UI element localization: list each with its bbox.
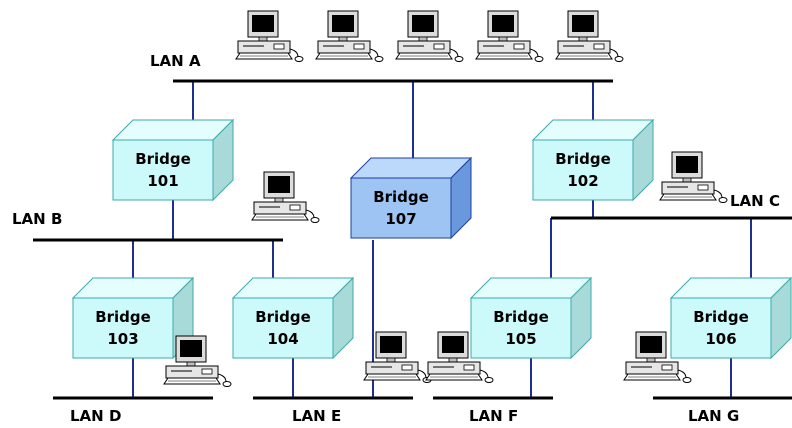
bridge-105-label-line1: Bridge bbox=[493, 308, 549, 326]
lan-c-label: LAN C bbox=[730, 192, 780, 210]
computer-icon[interactable] bbox=[475, 10, 544, 62]
bridge-101[interactable]: Bridge 101 bbox=[111, 118, 235, 202]
lan-f-label: LAN F bbox=[469, 407, 518, 425]
bridge-104[interactable]: Bridge 104 bbox=[231, 276, 355, 360]
lan-d-label: LAN D bbox=[70, 407, 121, 425]
bridge-106[interactable]: Bridge 106 bbox=[669, 276, 792, 360]
bridge-106-label-line1: Bridge bbox=[693, 308, 749, 326]
bridge-106-label-line2: 106 bbox=[705, 330, 736, 348]
bridge-103[interactable]: Bridge 103 bbox=[71, 276, 195, 360]
bridge-107-front bbox=[350, 177, 452, 239]
bridge-104-top bbox=[231, 277, 355, 299]
links bbox=[132, 81, 752, 398]
bridge-107-label-line1: Bridge bbox=[373, 188, 429, 206]
computer-icon[interactable] bbox=[659, 151, 728, 203]
bridge-105-label-line2: 105 bbox=[505, 330, 536, 348]
bridge-107-label-line2: 107 bbox=[385, 210, 416, 228]
lan-e-label: LAN E bbox=[292, 407, 341, 425]
bridge-107-top bbox=[349, 157, 473, 179]
bridge-101-top bbox=[111, 119, 235, 141]
computer-icon[interactable] bbox=[235, 10, 304, 62]
lan-segments bbox=[33, 79, 792, 400]
computer-icon[interactable] bbox=[395, 10, 464, 62]
bridge-105[interactable]: Bridge 105 bbox=[469, 276, 593, 360]
bridge-107[interactable]: Bridge 107 bbox=[349, 156, 473, 240]
bridge-104-label-line2: 104 bbox=[267, 330, 298, 348]
bridge-103-label-line1: Bridge bbox=[95, 308, 151, 326]
bridge-104-label-line1: Bridge bbox=[255, 308, 311, 326]
bridge-106-front bbox=[670, 297, 772, 359]
bridge-103-label-line2: 103 bbox=[107, 330, 138, 348]
bridge-101-front bbox=[112, 139, 214, 201]
bridge-101-label-line2: 101 bbox=[147, 172, 178, 190]
bridge-103-front bbox=[72, 297, 174, 359]
computer-icon[interactable] bbox=[363, 331, 432, 383]
bridge-102-front bbox=[532, 139, 634, 201]
bridge-105-front bbox=[470, 297, 572, 359]
bridge-101-label-line1: Bridge bbox=[135, 150, 191, 168]
bridge-102[interactable]: Bridge 102 bbox=[531, 118, 655, 202]
computer-icon[interactable] bbox=[315, 10, 384, 62]
bridge-106-top bbox=[669, 277, 792, 299]
bridge-102-top bbox=[531, 119, 655, 141]
lan-b-label: LAN B bbox=[12, 210, 62, 228]
bridge-103-top bbox=[71, 277, 195, 299]
bridge-102-label-line2: 102 bbox=[567, 172, 598, 190]
bridge-105-top bbox=[469, 277, 593, 299]
bridge-102-label-line1: Bridge bbox=[555, 150, 611, 168]
computer-icon[interactable] bbox=[251, 171, 320, 223]
lan-a-label: LAN A bbox=[150, 52, 201, 70]
lan-g-label: LAN G bbox=[688, 407, 739, 425]
bridges: Bridge 101 Bridge 102 Bridge 103 Bridge … bbox=[71, 118, 792, 360]
lan-labels: LAN A LAN B LAN C LAN D LAN E LAN F LAN … bbox=[12, 52, 780, 425]
computer-icon[interactable] bbox=[555, 10, 624, 62]
bridge-104-front bbox=[232, 297, 334, 359]
